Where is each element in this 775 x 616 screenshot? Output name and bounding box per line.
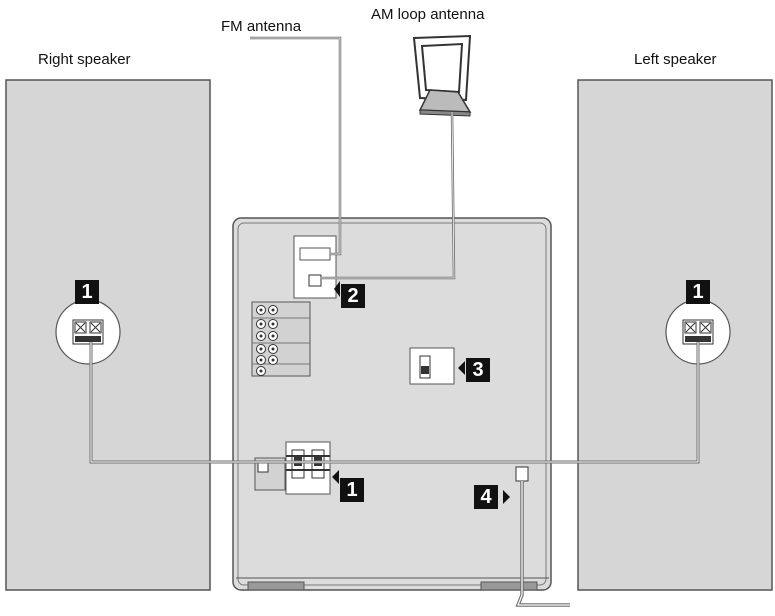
voltage-selector-switch <box>409 347 455 385</box>
left-speaker-label: Left speaker <box>634 51 717 68</box>
am-antenna-label: AM loop antenna <box>371 6 485 23</box>
callout-badge-3: 3 <box>466 358 490 382</box>
right-speaker-terminal <box>55 299 121 365</box>
callout-badge-1-right: 1 <box>75 280 99 304</box>
pointer-3 <box>458 361 465 375</box>
callout-badge-4: 4 <box>474 485 498 509</box>
audio-jack-panel <box>251 301 311 377</box>
antenna-terminal-block <box>293 235 337 299</box>
callout-badge-1-left: 1 <box>686 280 710 304</box>
power-inlet <box>515 466 529 482</box>
wire-connector <box>286 455 330 471</box>
callout-badge-1-unit: 1 <box>340 478 364 502</box>
pointer-4 <box>503 490 510 504</box>
fm-antenna-label: FM antenna <box>221 18 302 35</box>
callout-badge-2: 2 <box>341 284 365 308</box>
am-loop-antenna <box>412 34 472 117</box>
pointer-1-unit <box>332 470 339 484</box>
main-unit <box>232 217 552 591</box>
pointer-2 <box>334 281 340 297</box>
speaker-wire-inner <box>90 342 699 463</box>
right-speaker-label: Right speaker <box>38 51 131 68</box>
